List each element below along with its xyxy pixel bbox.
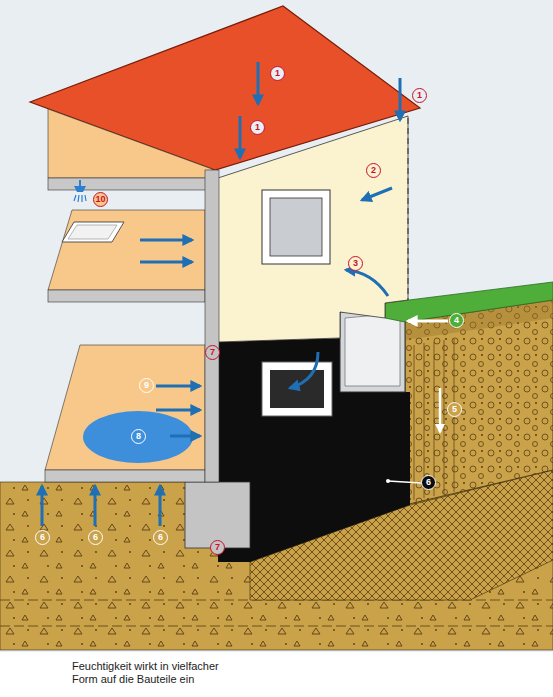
callout-text: 4 [454, 316, 459, 325]
callout-text: 6 [426, 478, 431, 487]
callout-text: 5 [452, 405, 457, 414]
callout-text: 9 [144, 381, 149, 390]
callout-text: 3 [353, 259, 358, 268]
callout-number: 10 [93, 192, 108, 207]
callout-text: 1 [417, 91, 422, 100]
callout-text: 1 [255, 123, 260, 132]
callout-text: 6 [40, 533, 45, 542]
callout-number: 6 [153, 530, 168, 545]
callout-text: 7 [215, 543, 220, 552]
callout-number: 7 [205, 345, 220, 360]
callout-number: 3 [348, 256, 363, 271]
callout-number: 7 [210, 540, 225, 555]
figure-caption: Feuchtigkeit wirkt in vielfacher Form au… [72, 660, 240, 686]
callout-text: 6 [93, 533, 98, 542]
callout-number: 5 [447, 402, 462, 417]
callout-number: 9 [139, 378, 154, 393]
callout-number: 1 [270, 66, 285, 81]
callout-text: 10 [95, 195, 105, 204]
callout-number: 1 [250, 120, 265, 135]
callout-text: 1 [275, 69, 280, 78]
callout-number: 4 [449, 313, 464, 328]
callout-text: 2 [371, 166, 376, 175]
callout-text: 6 [158, 533, 163, 542]
callout-text: 7 [210, 348, 215, 357]
callout-number: 6 [421, 475, 436, 490]
callout-number: 6 [88, 530, 103, 545]
callout-text: 8 [136, 432, 141, 441]
callout-number: 8 [131, 429, 146, 444]
callout-number: 2 [366, 163, 381, 178]
callout-number: 6 [35, 530, 50, 545]
callout-number: 1 [412, 88, 427, 103]
